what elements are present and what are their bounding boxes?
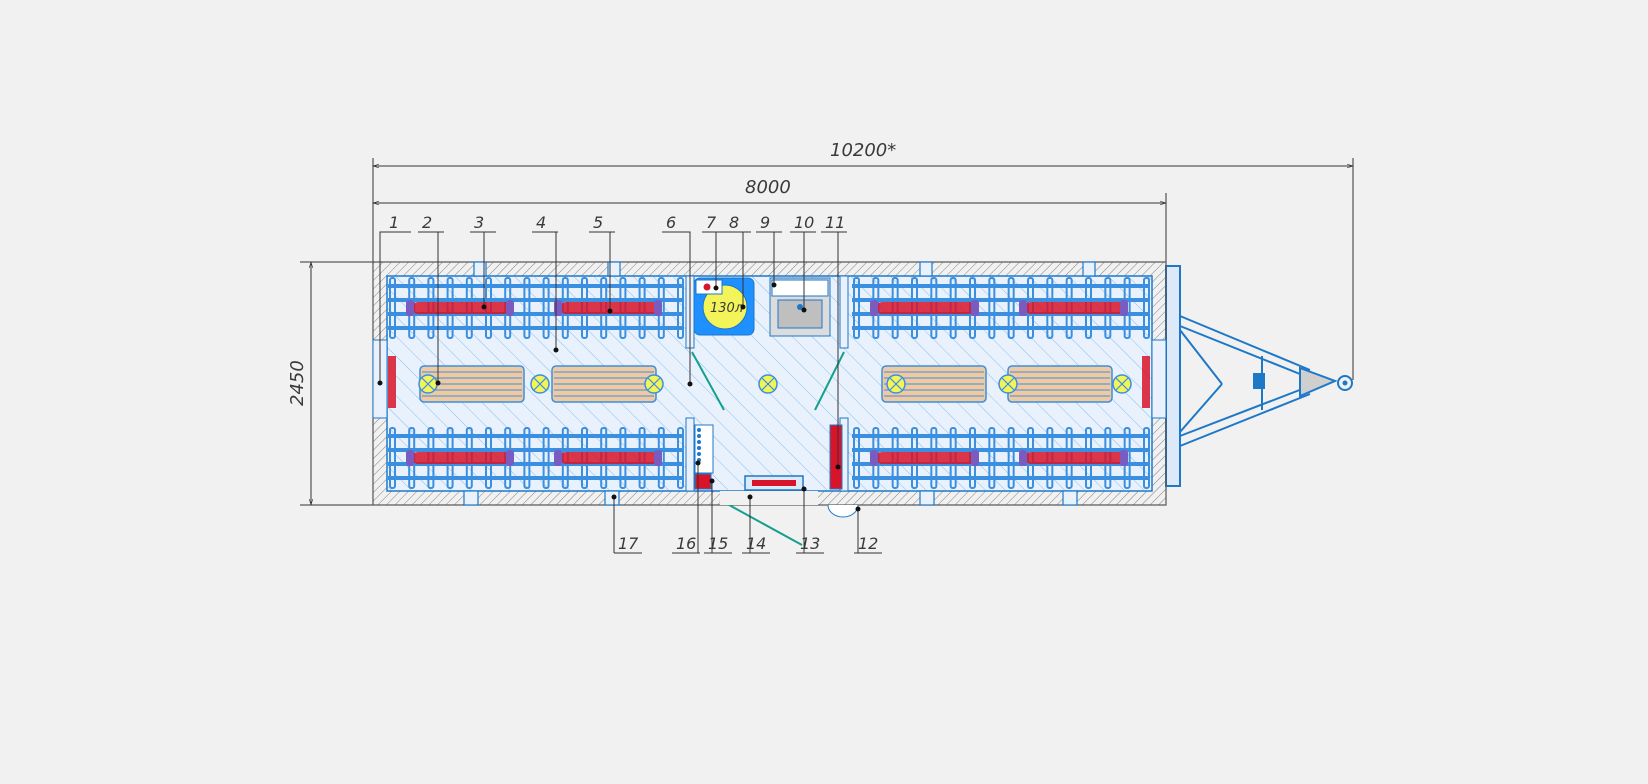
callout-label: 3 <box>474 213 484 232</box>
hive-box <box>419 365 525 403</box>
lamp-icon <box>644 374 664 394</box>
water-heater: 130л <box>693 277 755 336</box>
callout-7: 7 <box>702 213 728 291</box>
lamp-icon <box>1112 374 1132 394</box>
lamp-icon <box>530 374 550 394</box>
callout-label: 13 <box>800 534 820 553</box>
callout-label: 12 <box>858 534 878 553</box>
hive-boxes <box>419 365 1113 403</box>
dimension-body: 8000 <box>371 177 1168 262</box>
callout-15: 15 <box>704 478 732 554</box>
callout-12: 12 <box>854 506 882 554</box>
wall-heater <box>744 475 804 491</box>
dimension-overall-label: 10200* <box>830 140 896 161</box>
callout-label: 14 <box>746 534 766 553</box>
trailer-drawbar <box>1165 265 1338 487</box>
rack-group <box>852 277 1150 339</box>
callout-16: 16 <box>672 460 701 554</box>
callout-8: 8 <box>725 213 751 310</box>
callout-label: 5 <box>593 213 603 232</box>
hive-box <box>551 365 657 403</box>
callout-label: 9 <box>760 213 770 232</box>
callout-17: 17 <box>611 494 642 554</box>
callout-label: 1 <box>389 213 399 232</box>
callout-label: 2 <box>422 213 432 232</box>
callout-label: 10 <box>794 213 814 232</box>
callout-label: 8 <box>729 213 739 232</box>
callout-label: 11 <box>825 213 845 232</box>
water-heater-label: 130л <box>710 301 743 316</box>
dimension-overall: 10200* <box>371 140 1355 380</box>
entry-step <box>827 504 859 518</box>
callout-9: 9 <box>756 213 782 288</box>
fire-extinguisher <box>829 424 843 490</box>
callout-1: 1 <box>377 213 411 386</box>
wash-sink <box>769 277 831 337</box>
lamp-icon <box>418 374 438 394</box>
lamp-icon <box>758 374 778 394</box>
lamp-icon <box>886 374 906 394</box>
hive-box <box>1007 365 1113 403</box>
callout-label: 17 <box>618 534 639 553</box>
dimension-width-label: 2450 <box>287 360 308 406</box>
callout-11: 11 <box>821 213 847 470</box>
rack-group <box>388 427 684 489</box>
callout-2: 2 <box>418 213 444 386</box>
callout-14: 14 <box>742 494 770 554</box>
hive-racks <box>388 277 1150 489</box>
rack-group <box>852 427 1150 489</box>
dimension-body-label: 8000 <box>745 177 791 198</box>
callout-10: 10 <box>790 213 816 313</box>
callout-13: 13 <box>796 486 824 554</box>
callout-5: 5 <box>589 213 615 314</box>
callout-4: 4 <box>532 213 559 353</box>
end-radiators <box>388 356 1150 408</box>
callout-label: 6 <box>666 213 676 232</box>
callout-label: 7 <box>706 213 717 232</box>
hive-box <box>881 365 987 403</box>
callout-label: 4 <box>536 213 546 232</box>
callout-6: 6 <box>662 213 693 387</box>
callout-3: 3 <box>470 213 496 310</box>
callout-label: 15 <box>708 534 728 553</box>
ceiling-lamps <box>418 374 1132 394</box>
callout-label: 16 <box>676 534 696 553</box>
hitch-ring-icon <box>1337 375 1353 391</box>
dimension-width: 2450 <box>287 260 373 507</box>
lamp-icon <box>998 374 1018 394</box>
